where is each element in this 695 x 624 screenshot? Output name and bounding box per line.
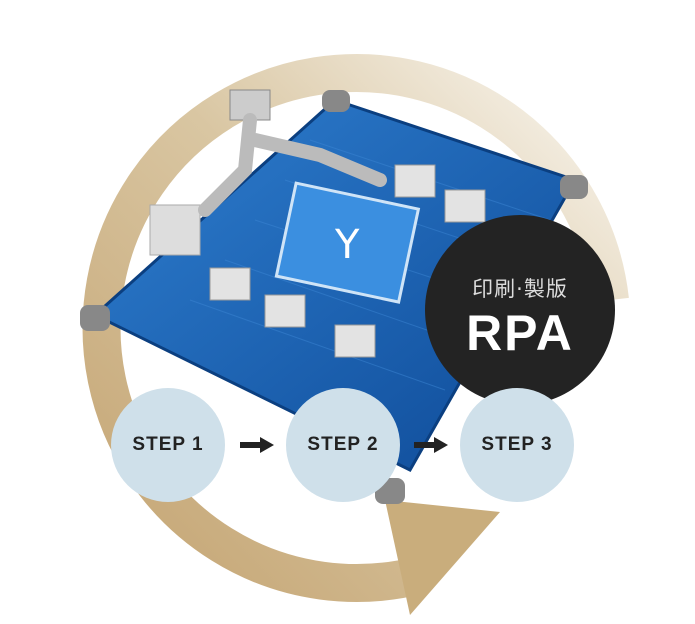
badge-title: RPA (466, 305, 574, 361)
rpa-badge: 印刷·製版 RPA (425, 215, 615, 405)
cycle-arrowhead (385, 500, 500, 615)
roller-top (322, 90, 350, 112)
document-tile-icon (444, 189, 486, 223)
step-1: STEP 1 (111, 388, 225, 502)
folder-tile-icon (394, 164, 436, 198)
roller-right (560, 175, 588, 199)
badge-subtitle: 印刷·製版 (472, 277, 568, 301)
step-2: STEP 2 (286, 388, 400, 502)
svg-text:Y: Y (334, 222, 360, 268)
roller-left (80, 305, 110, 331)
globe-tile-icon (209, 267, 251, 301)
step-3: STEP 3 (460, 388, 574, 502)
arrow-right-icon (414, 437, 448, 453)
mail-tile-icon (334, 324, 376, 358)
robot-arm-icon (149, 89, 387, 256)
cycle-ring (82, 54, 629, 603)
folder-tile-icon-2 (264, 294, 306, 328)
workflow-hub-icon (274, 181, 421, 304)
arrow-right-icon (240, 437, 274, 453)
